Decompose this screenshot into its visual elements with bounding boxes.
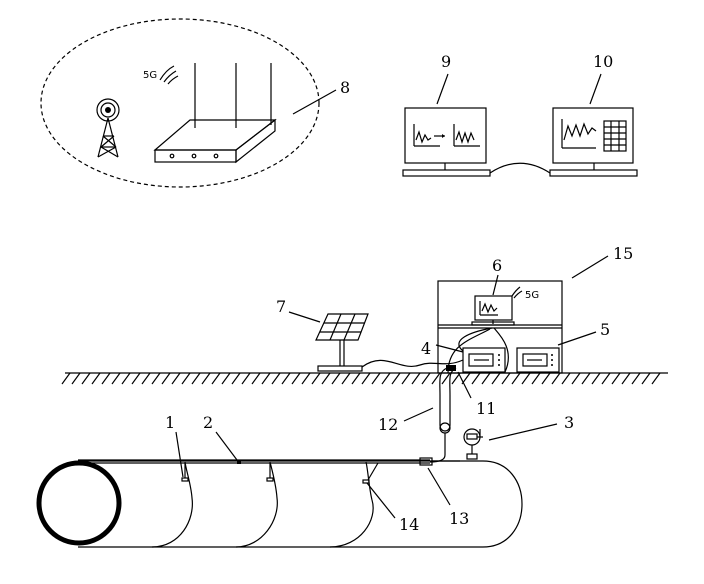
station-5g-tag: 5G (525, 290, 539, 301)
leader-7 (288, 311, 321, 323)
leader-8 (292, 89, 337, 115)
leader-14 (366, 482, 396, 519)
wireless-network-cloud (40, 18, 320, 188)
leader-5 (557, 331, 597, 346)
label-7: 7 (276, 297, 286, 316)
label-10: 10 (593, 52, 613, 71)
leader-6 (492, 274, 499, 296)
leader-13 (427, 467, 451, 506)
optical-cable (439, 367, 457, 432)
label-9: 9 (441, 52, 451, 71)
label-6: 6 (492, 256, 502, 275)
solar-cable (361, 359, 464, 368)
wireless-router-icon (153, 63, 277, 164)
leader-4 (435, 344, 464, 353)
label-13: 13 (449, 509, 469, 528)
label-8: 8 (340, 78, 350, 97)
solar-panel-icon (315, 313, 369, 372)
leader-11 (457, 371, 472, 399)
label-11: 11 (476, 399, 496, 418)
label-5: 5 (600, 320, 610, 339)
power-supply-unit (516, 347, 560, 373)
pipeline (36, 460, 523, 548)
label-14: 14 (399, 515, 419, 534)
leader-12 (403, 407, 434, 422)
cable-connector (446, 365, 456, 371)
label-3: 3 (564, 413, 574, 432)
pressure-gauge-icon (463, 428, 483, 460)
ground-line (61, 372, 668, 385)
label-15: 15 (613, 244, 633, 263)
data-acquisition-unit (462, 347, 506, 373)
monitoring-station (437, 280, 563, 374)
leader-3 (488, 423, 558, 441)
label-1: 1 (165, 413, 175, 432)
router-5g-tag: 5G (143, 70, 157, 81)
leader-15 (571, 255, 609, 279)
monitor-icon (471, 286, 523, 326)
leader-1 (175, 431, 184, 478)
label-12: 12 (378, 415, 398, 434)
leader-9 (436, 73, 449, 105)
monitor-icon (402, 107, 491, 177)
sensing-fiber (78, 457, 460, 484)
leader-10 (589, 73, 602, 105)
label-2: 2 (203, 413, 213, 432)
leader-2 (215, 431, 238, 461)
network-cable (489, 162, 551, 174)
label-4: 4 (421, 339, 431, 358)
cell-tower-icon (96, 98, 120, 158)
monitor-icon (549, 107, 638, 177)
